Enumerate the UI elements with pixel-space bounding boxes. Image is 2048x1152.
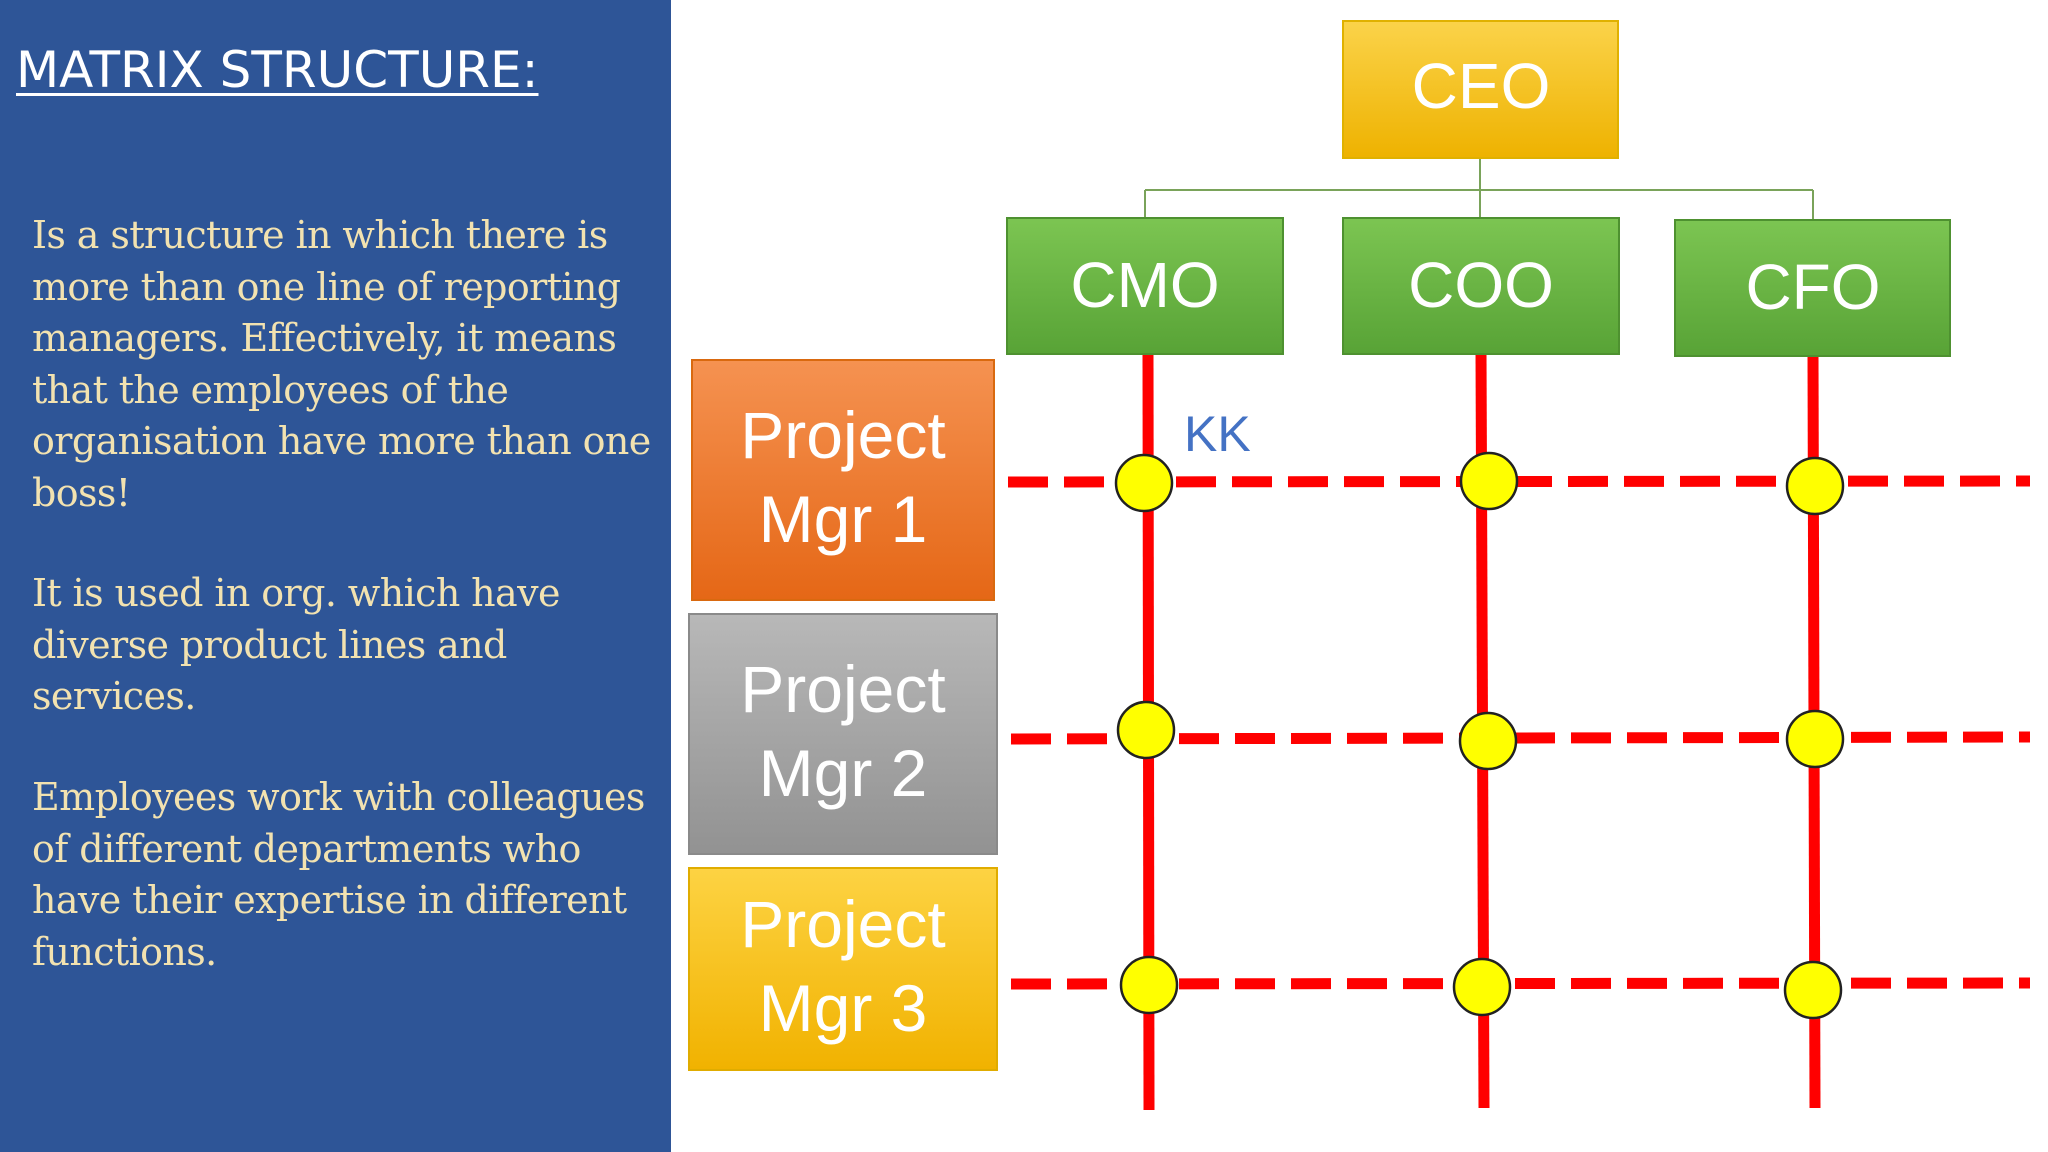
intersection-dot — [1459, 451, 1519, 511]
paragraph-collaboration: Employees work with colleagues of differ… — [32, 775, 645, 974]
hierarchy-connectors — [1144, 158, 1814, 220]
project-mgr-3-line1: Project — [740, 887, 945, 961]
project-mgr-2-line2: Mgr 2 — [759, 736, 928, 810]
project-lines — [1007, 475, 2031, 990]
project-mgr-1-line1: Project — [740, 398, 945, 472]
project-line-3 — [1010, 977, 2031, 990]
intersection-dot — [1785, 709, 1845, 769]
project-mgr-3-line2: Mgr 3 — [759, 971, 928, 1045]
paragraph-usage: It is used in org. which have diverse pr… — [32, 571, 560, 718]
cmo-label: CMO — [1070, 249, 1219, 321]
project-mgr-2-line1: Project — [740, 652, 945, 726]
intersection-dot — [1452, 957, 1512, 1017]
ceo-label: CEO — [1412, 50, 1551, 122]
intersection-dot — [1114, 453, 1174, 513]
intersection-dots — [1114, 451, 1845, 1020]
project-line-2 — [1010, 731, 2031, 745]
project-mgr-1-line2: Mgr 1 — [759, 482, 928, 556]
intersection-dot — [1119, 955, 1179, 1015]
cmo-box: CMO — [1006, 217, 1284, 355]
intersection-dot — [1783, 960, 1843, 1020]
intersection-dot — [1785, 456, 1845, 516]
ceo-box: CEO — [1342, 20, 1619, 159]
kk-mark: KK — [1184, 406, 1251, 462]
text-panel: MATRIX STRUCTURE: Is a structure in whic… — [0, 0, 671, 1152]
paragraph-definition: Is a structure in which there is more th… — [32, 213, 651, 515]
intersection-dot — [1458, 711, 1518, 771]
project-mgr-3-box: Project Mgr 3 — [688, 867, 998, 1071]
cfo-box: CFO — [1674, 219, 1951, 357]
intersection-dot — [1116, 700, 1176, 760]
project-line-1 — [1007, 475, 2031, 488]
project-mgr-2-box: Project Mgr 2 — [688, 613, 998, 855]
coo-label: COO — [1408, 249, 1554, 321]
cfo-label: CFO — [1745, 251, 1880, 323]
project-mgr-1-box: Project Mgr 1 — [691, 359, 995, 601]
slide-title: MATRIX STRUCTURE: — [16, 41, 539, 99]
coo-box: COO — [1342, 217, 1620, 355]
